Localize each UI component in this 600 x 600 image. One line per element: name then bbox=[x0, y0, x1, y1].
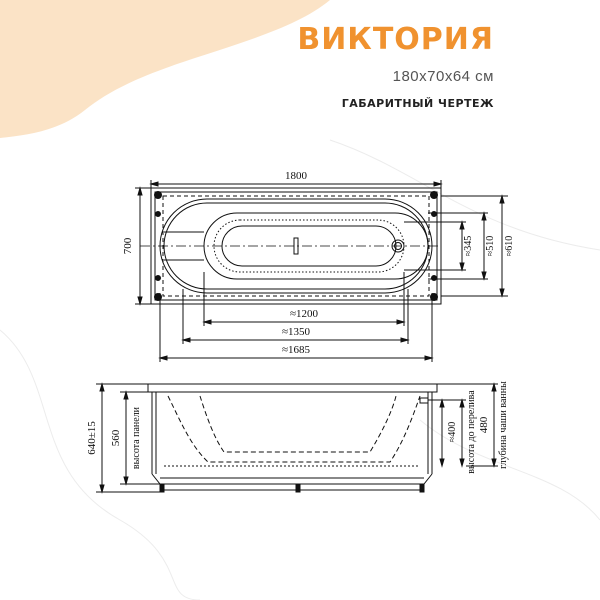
dim-bowl-1200: ≈1200 bbox=[290, 308, 319, 320]
label-panel-height: высота панели bbox=[131, 406, 142, 469]
product-size: 180х70х64 см bbox=[392, 68, 494, 85]
side-view bbox=[96, 382, 498, 494]
dim-bowl-depth: 480 bbox=[478, 416, 490, 433]
label-overflow: высота до перелива bbox=[466, 390, 477, 474]
top-view bbox=[135, 180, 508, 362]
dim-inner-345: ≈345 bbox=[463, 236, 474, 257]
dim-length: 1800 bbox=[285, 170, 308, 182]
dim-panel-height: 560 bbox=[110, 429, 122, 446]
dim-inner-610: ≈610 bbox=[504, 236, 515, 257]
dim-bowl-1685: ≈1685 bbox=[282, 344, 311, 356]
dim-to-overflow: ≈400 bbox=[447, 422, 458, 443]
label-bowl-depth: глубина чаши ванны bbox=[498, 381, 509, 469]
dim-width: 700 bbox=[122, 237, 134, 254]
drawing-subtitle: ГАБАРИТНЫЙ ЧЕРТЕЖ bbox=[341, 97, 494, 110]
dim-bowl-1350: ≈1350 bbox=[282, 326, 311, 338]
dim-total-height: 640±15 bbox=[86, 421, 98, 455]
dim-inner-510: ≈510 bbox=[485, 236, 496, 257]
product-title: ВИКТОРИЯ bbox=[297, 22, 494, 57]
